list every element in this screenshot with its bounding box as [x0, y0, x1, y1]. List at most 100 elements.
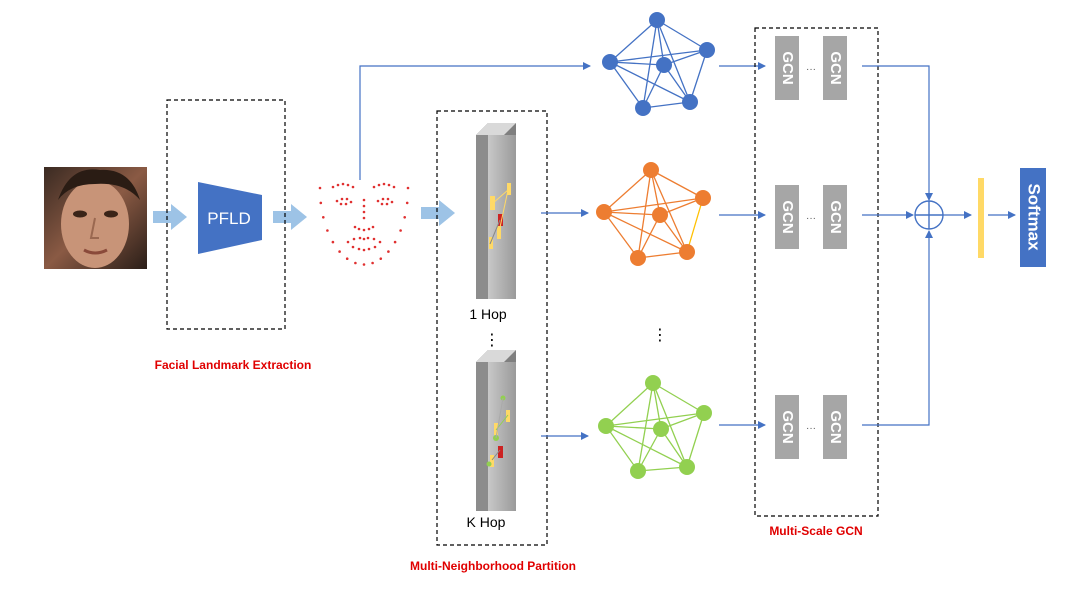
facial-landmarks	[318, 182, 410, 266]
landmark-point	[405, 201, 409, 205]
landmark-point	[371, 225, 375, 229]
caption-multiscale-gcn: Multi-Scale GCN	[769, 524, 862, 538]
graph-node	[679, 244, 695, 260]
softmax-label: Softmax	[1025, 183, 1044, 251]
graph-edge	[637, 466, 688, 472]
graph-node	[596, 204, 612, 220]
graph-edge	[609, 61, 665, 66]
gcn-row-1: GCN GCN ···	[775, 36, 847, 100]
hop1-label: 1 Hop	[469, 306, 507, 322]
graph-edge	[609, 49, 708, 63]
graph-node	[635, 100, 651, 116]
landmark-point	[380, 202, 384, 206]
landmark-point	[345, 257, 349, 261]
graph-edge	[603, 169, 652, 213]
arrow-gcn3-to-sum	[862, 230, 933, 426]
graph-node	[679, 459, 695, 475]
landmark-point	[354, 261, 357, 265]
graph-edge	[609, 61, 691, 103]
graph-node	[652, 207, 668, 223]
hop-vdots: ⋮	[484, 332, 500, 349]
landmark-point	[399, 229, 402, 232]
partition-box	[436, 110, 548, 546]
graph-node	[695, 190, 711, 206]
graph-edge	[637, 214, 661, 259]
landmark-point	[353, 225, 357, 229]
graph-edge	[603, 211, 639, 259]
landmark-point	[393, 240, 397, 244]
landmark-point	[340, 197, 344, 201]
graph-node	[682, 94, 698, 110]
landmark-point	[362, 198, 366, 202]
landmark-point	[392, 185, 396, 189]
landmark-point	[358, 236, 362, 240]
hop1-panel	[476, 123, 516, 299]
graph-edge	[686, 412, 705, 468]
landmark-point	[372, 237, 376, 241]
landmark-point	[318, 186, 322, 190]
gcn-hdots: ···	[806, 64, 816, 75]
landmark-point	[362, 228, 366, 232]
landmark-point	[378, 240, 382, 244]
landmark-point	[403, 216, 407, 219]
graph-node	[656, 57, 672, 73]
graph-edge	[637, 251, 688, 259]
landmark-point	[346, 240, 350, 244]
landmark-point	[387, 250, 390, 253]
graph-edge	[609, 19, 658, 63]
graph-node	[649, 12, 665, 28]
landmark-extraction-box	[166, 99, 286, 330]
landmark-point	[362, 237, 366, 241]
landmark-point	[326, 229, 329, 232]
landmark-point	[344, 202, 348, 206]
landmark-point	[331, 185, 335, 189]
landmark-point	[390, 200, 394, 204]
gcn-label: GCN	[779, 51, 796, 84]
graph-node	[645, 375, 661, 391]
landmark-point	[366, 236, 370, 240]
graph-edge	[605, 425, 662, 430]
landmark-point	[345, 197, 349, 201]
gcn-hdots: ···	[806, 213, 816, 224]
gcn-hdots: ···	[806, 423, 816, 434]
graph-node	[696, 405, 712, 421]
pfld-block	[198, 182, 262, 254]
landmark-point	[357, 227, 361, 231]
softmax-block	[1020, 168, 1046, 267]
landmark-point	[346, 183, 350, 187]
landmark-point	[336, 183, 340, 187]
landmark-point	[341, 182, 345, 186]
feature-vector	[978, 178, 984, 258]
landmark-point	[319, 201, 323, 205]
gcn-label: GCN	[827, 410, 844, 443]
landmark-point	[387, 183, 391, 187]
graph-edge	[652, 382, 705, 414]
gcn-label: GCN	[779, 410, 796, 443]
face-photo	[44, 167, 147, 269]
landmark-point	[385, 202, 389, 206]
graph-node	[643, 162, 659, 178]
arrow-gcn1-to-sum	[862, 65, 933, 201]
landmark-point	[362, 248, 366, 252]
graph-edge	[605, 382, 654, 427]
pfld-label: PFLD	[207, 209, 250, 228]
graph-node	[598, 418, 614, 434]
landmark-point	[376, 199, 380, 203]
graph-vdots: ⋮	[652, 327, 668, 344]
gcn-row-3: GCN GCN ···	[775, 395, 847, 459]
landmark-point	[386, 197, 390, 201]
orange-graph	[596, 162, 711, 266]
landmark-point	[372, 185, 376, 189]
landmark-point	[406, 186, 410, 190]
sum-operator	[914, 200, 944, 230]
graph-edge	[637, 382, 654, 472]
landmark-point	[379, 257, 383, 261]
landmark-point	[362, 216, 366, 220]
gcn-label: GCN	[779, 200, 796, 233]
caption-partition: Multi-Neighborhood Partition	[410, 559, 576, 573]
landmark-point	[382, 182, 386, 186]
landmark-point	[357, 247, 361, 251]
landmark-point	[381, 197, 385, 201]
landmark-point	[362, 204, 366, 208]
